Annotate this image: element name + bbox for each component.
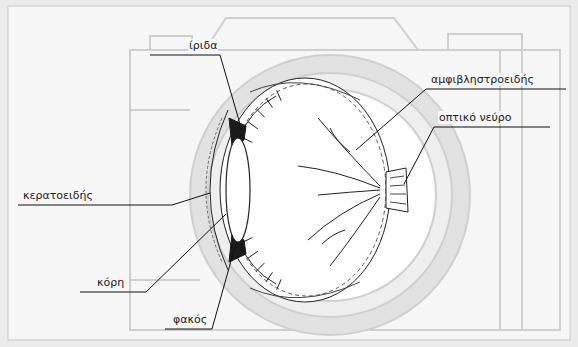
optic-nerve-part	[386, 168, 408, 212]
camera-outline-part	[208, 73, 452, 317]
retina-vessels-part	[330, 197, 380, 266]
optic-nerve	[386, 168, 408, 212]
leader-lines	[18, 55, 566, 329]
retina-vessels-part	[308, 194, 380, 240]
eyeball-part	[250, 83, 360, 100]
eyeball-part	[250, 282, 360, 298]
retina-vessels-part	[322, 230, 345, 244]
camera-outline-part	[130, 109, 190, 111]
ciliary-fibres-part	[277, 279, 282, 289]
eyeball-part	[210, 110, 228, 270]
camera-outline-part	[150, 36, 192, 50]
leader-lines-part	[80, 214, 226, 292]
eyeball-part	[228, 84, 386, 296]
camera-outline-part	[521, 50, 523, 330]
eyeball-part	[220, 78, 390, 302]
leader-lines-part	[165, 243, 236, 329]
retina-vessels-part	[318, 190, 380, 195]
part-label: ίριδα	[188, 39, 218, 52]
optic-nerve-part	[390, 176, 406, 204]
part-label: κερατοειδής	[22, 189, 94, 202]
retina-vessels-part	[330, 128, 350, 152]
camera-outline	[130, 18, 560, 335]
leader-lines-part	[404, 127, 550, 184]
part-label: οπτικό νεύρο	[438, 111, 513, 124]
ciliary-fibres-part	[248, 251, 258, 258]
ciliary-fibres-part	[248, 122, 258, 129]
part-label: φακός	[172, 313, 208, 326]
retina-vessels-part	[298, 166, 380, 188]
lens	[226, 138, 250, 242]
lens-part	[226, 138, 250, 242]
leader-lines-part	[356, 89, 566, 150]
part-label: κόρη	[96, 276, 125, 289]
camera-outline-part	[205, 18, 418, 50]
eyeball-part	[206, 118, 222, 262]
panel	[8, 6, 570, 340]
camera-outline-part	[130, 279, 200, 281]
part-label: αμφιβληστροειδής	[430, 73, 535, 86]
eyeball	[206, 78, 390, 302]
retina-vessels-part	[318, 118, 380, 186]
camera-outline-part	[499, 50, 501, 330]
camera-outline-part	[448, 34, 522, 50]
leader-lines-part	[150, 55, 240, 124]
ciliary-fibres-part	[277, 90, 282, 100]
